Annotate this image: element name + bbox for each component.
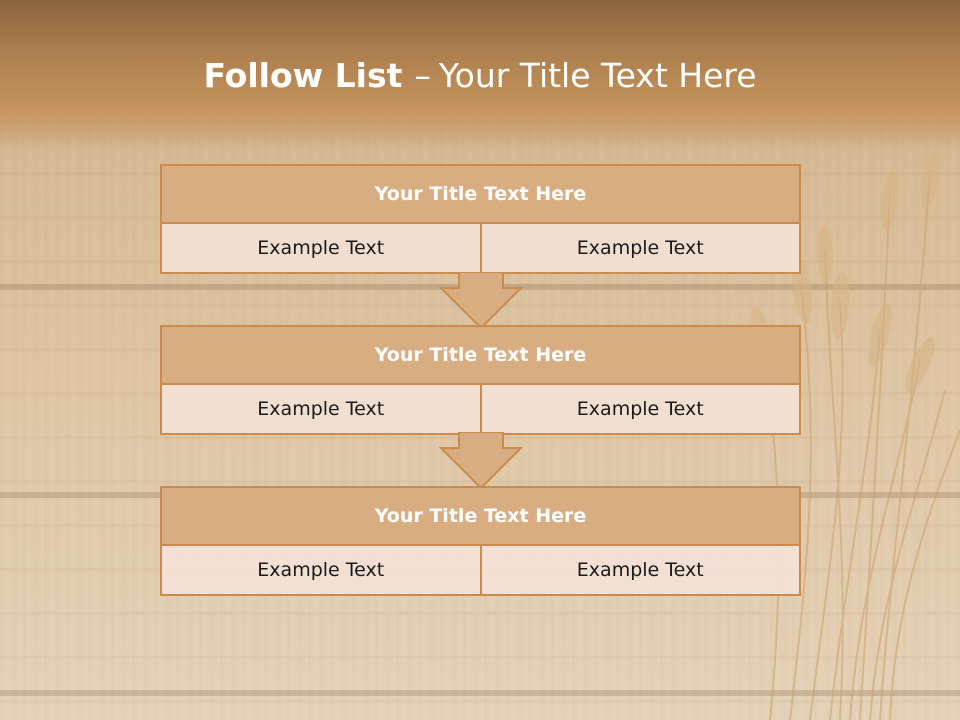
list-block: Your Title Text Here Example Text Exampl… [160,325,801,435]
block-row: Example Text Example Text [162,546,799,594]
title-bold: Follow List [203,56,403,95]
block-title[interactable]: Your Title Text Here [162,327,799,385]
block-cell-right[interactable]: Example Text [479,546,799,594]
block-row: Example Text Example Text [162,224,799,272]
down-arrow-icon [439,272,523,330]
title-separator: – [414,56,431,95]
block-row: Example Text Example Text [162,385,799,433]
list-block: Your Title Text Here Example Text Exampl… [160,164,801,274]
block-cell-left[interactable]: Example Text [162,385,480,433]
block-cell-right[interactable]: Example Text [479,224,799,272]
title-rest: Your Title Text Here [438,56,757,95]
down-arrow-icon [439,432,523,490]
block-cell-left[interactable]: Example Text [162,546,480,594]
block-cell-right[interactable]: Example Text [479,385,799,433]
block-title[interactable]: Your Title Text Here [162,166,799,224]
block-cell-left[interactable]: Example Text [162,224,480,272]
list-block: Your Title Text Here Example Text Exampl… [160,486,801,596]
block-title[interactable]: Your Title Text Here [162,488,799,546]
slide-title: Follow List–Your Title Text Here [0,52,960,100]
header-band [0,0,960,150]
plank-gap [0,690,960,696]
